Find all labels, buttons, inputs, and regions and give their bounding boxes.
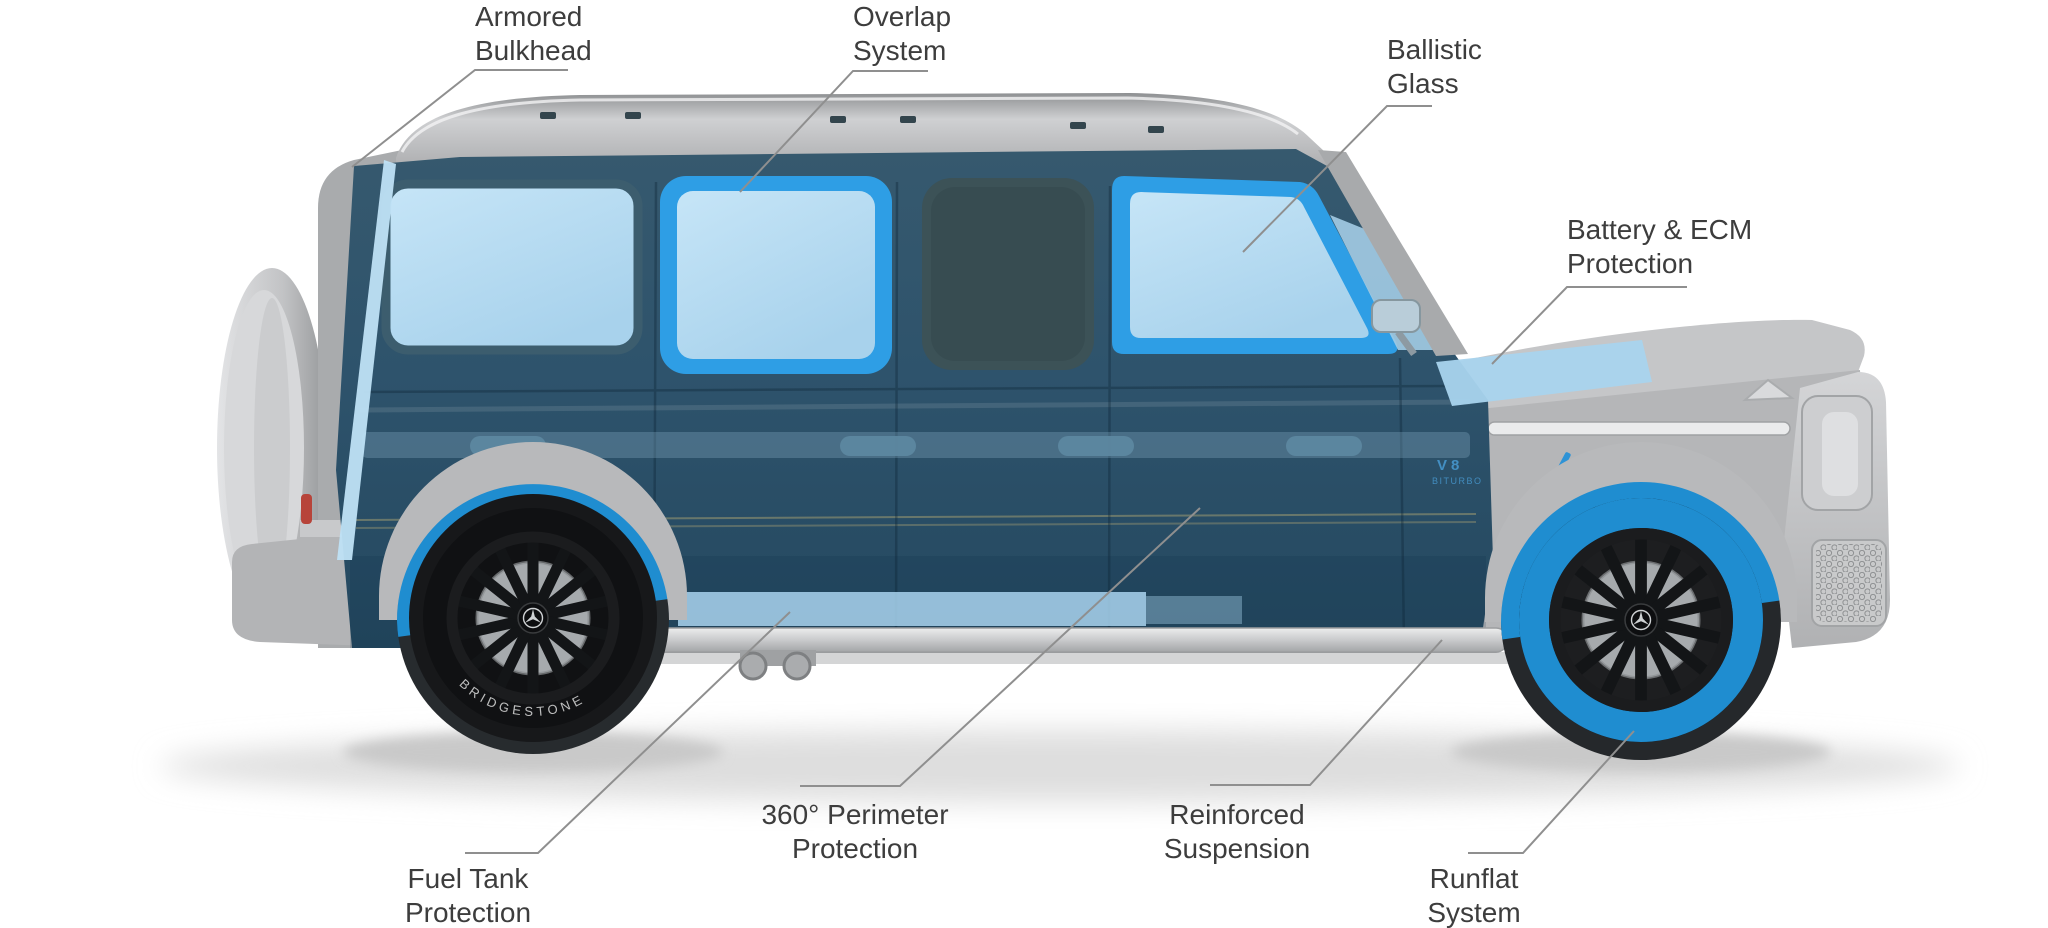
side-mirror xyxy=(1371,299,1421,357)
callout-line: System xyxy=(1427,897,1521,928)
leader-armored-bulkhead xyxy=(351,69,568,168)
window-second-row xyxy=(660,176,892,374)
callout-line: Ballistic xyxy=(1387,34,1482,65)
callout-armored-bulkhead: Armored Bulkhead xyxy=(475,0,592,68)
callout-fuel-tank: Fuel Tank Protection xyxy=(348,862,588,928)
leader-runflat-system xyxy=(1468,730,1635,854)
callout-battery-ecm: Battery & ECM Protection xyxy=(1567,213,1752,281)
exhaust-tips xyxy=(738,650,816,681)
callout-line: Armored xyxy=(475,1,583,32)
callout-line: 360° Perimeter xyxy=(761,799,949,830)
roof-trim-clips xyxy=(540,112,1164,133)
callout-overlap-system: Overlap System xyxy=(853,0,951,68)
callout-line: Protection xyxy=(404,897,532,928)
leader-reinforced-suspension xyxy=(1210,639,1443,786)
bulkhead-highlight xyxy=(337,160,396,560)
engine-badge-v8: V8 xyxy=(1437,457,1463,474)
hood-highlight xyxy=(1436,340,1652,406)
window-blanked-panel xyxy=(922,178,1094,370)
door-details: V8 BITURBO xyxy=(362,181,1483,645)
roof xyxy=(396,93,1340,168)
callout-line: Runflat xyxy=(1429,863,1519,894)
window-front-door xyxy=(1112,176,1398,354)
taillight xyxy=(301,494,312,524)
window-rear-quarter xyxy=(381,179,643,355)
side-step xyxy=(559,627,1509,653)
callout-perimeter-360: 360° Perimeter Protection xyxy=(705,798,1005,866)
leader-lines xyxy=(351,69,1687,854)
wheel-star-logo xyxy=(522,607,544,629)
engine-badge-biturbo: BITURBO xyxy=(1432,476,1483,486)
callout-line: Overlap xyxy=(853,1,952,32)
leader-overlap-system xyxy=(739,70,928,193)
callout-line: Bulkhead xyxy=(475,35,592,66)
leader-fuel-tank xyxy=(465,611,791,854)
callout-line: Protection xyxy=(791,833,919,864)
callout-runflat-system: Runflat System xyxy=(1354,862,1594,928)
leader-battery-ecm xyxy=(1491,286,1687,365)
rear-wheel: BRIDGESTONE xyxy=(379,442,687,754)
callout-line: Battery & ECM xyxy=(1567,214,1753,245)
callout-line: Reinforced xyxy=(1169,799,1305,830)
beltline-molding xyxy=(362,432,1470,458)
callout-line: Fuel Tank xyxy=(407,863,529,894)
a-pillar xyxy=(1318,150,1468,356)
rear-fender-flare xyxy=(379,442,687,620)
fender-chrome-strip xyxy=(1487,421,1791,436)
callout-line: System xyxy=(853,35,947,66)
spare-tire xyxy=(217,268,327,628)
runflat-ring xyxy=(1519,498,1763,742)
turn-signal xyxy=(1742,378,1795,402)
windows xyxy=(381,150,1468,374)
wheel-star-logo xyxy=(1630,609,1652,631)
leader-perimeter-360 xyxy=(800,507,1201,787)
callout-line: Protection xyxy=(1567,248,1694,279)
sill-highlight xyxy=(678,592,1146,626)
leader-ballistic-glass xyxy=(1242,105,1432,253)
sill-area xyxy=(559,592,1509,681)
callout-line: Glass xyxy=(1387,68,1459,99)
front-fender-flare xyxy=(1485,442,1797,622)
callout-reinforced-suspension: Reinforced Suspension xyxy=(1087,798,1387,866)
callout-ballistic-glass: Ballistic Glass xyxy=(1387,33,1482,101)
callout-line: Suspension xyxy=(1163,833,1311,864)
front-wheel xyxy=(1485,442,1797,760)
